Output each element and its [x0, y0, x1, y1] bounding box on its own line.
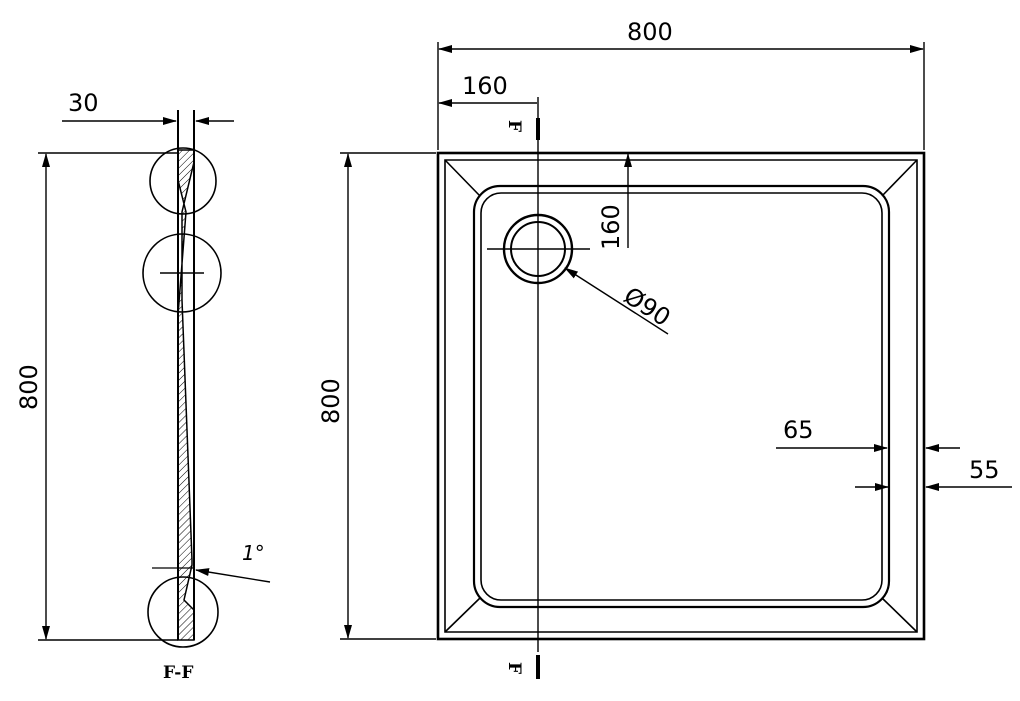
- drain-offset-y-label: 160: [597, 204, 625, 250]
- section-marker-bottom: F: [504, 662, 524, 674]
- outer-rim-label: 55: [969, 456, 1000, 484]
- top-width-label: 800: [627, 18, 673, 46]
- inner-rim-label: 65: [783, 416, 814, 444]
- side-width-label: 30: [68, 89, 99, 117]
- front-height-label: 800: [317, 378, 345, 424]
- side-height-label: 800: [15, 364, 43, 410]
- plan-view: F F 800 160 160 Ø90 800 65 55: [317, 18, 1012, 679]
- slope-angle-label: 1°: [242, 541, 265, 565]
- side-section-view: 30 800 1° F-F: [15, 89, 271, 683]
- section-marker-top: F: [504, 120, 524, 132]
- tray-inner-rim: [472, 184, 891, 609]
- section-profile: [177, 149, 195, 641]
- detail-circle-top: [149, 147, 217, 215]
- tray-basin: [480, 192, 883, 601]
- section-label: F-F: [163, 663, 193, 683]
- tray-outer-edge: [436, 151, 926, 641]
- drain-offset-x-label: 160: [462, 72, 508, 100]
- detail-circle-drain: [142, 233, 222, 313]
- drain-diameter-label: Ø90: [619, 282, 676, 332]
- detail-circle-bottom: [147, 576, 219, 648]
